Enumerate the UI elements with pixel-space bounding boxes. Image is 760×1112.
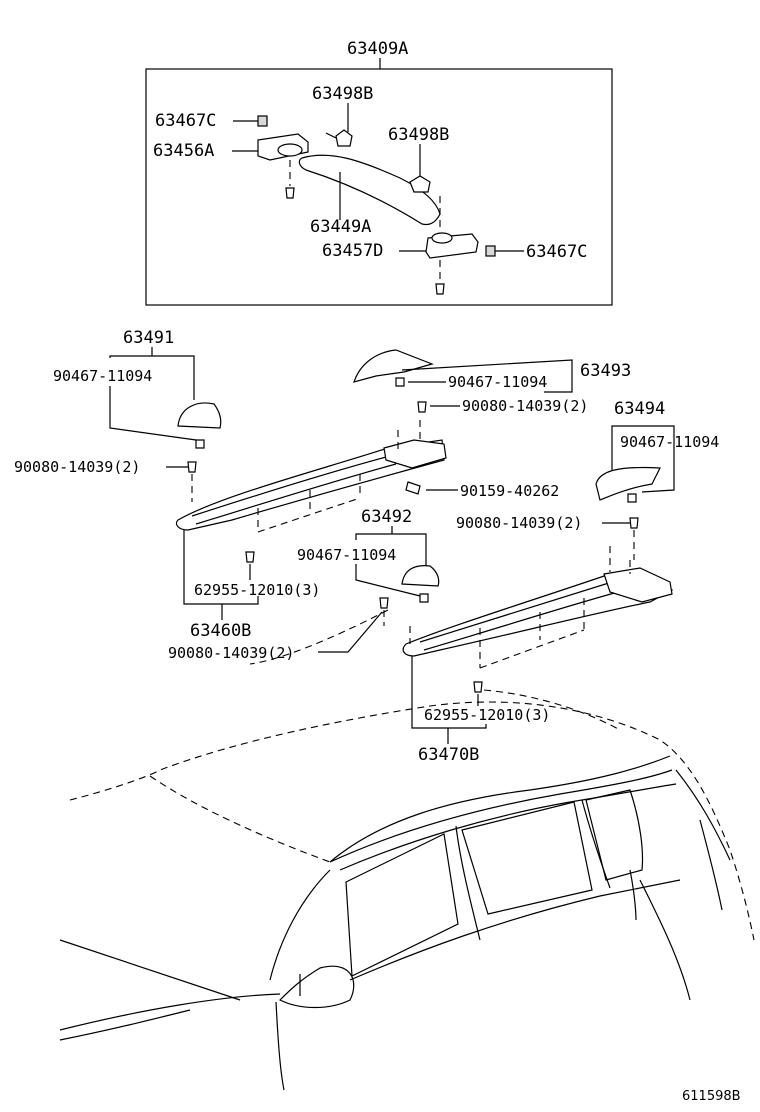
clip-63493 <box>395 377 405 387</box>
label-63498B-2: 63498B <box>388 125 449 145</box>
label-63498B-1: 63498B <box>312 84 373 104</box>
clip-63467C-2 <box>485 245 496 257</box>
label-63449A: 63449A <box>310 217 371 237</box>
label-90467-b: 90467-11094 <box>448 373 547 391</box>
label-63492: 63492 <box>361 507 412 527</box>
clip-63492 <box>419 593 429 603</box>
rail-63449A <box>298 154 441 226</box>
screw-top-right <box>435 283 445 295</box>
clip-62955-a <box>245 551 255 563</box>
label-90080-b: 90080-14039(2) <box>462 397 588 415</box>
diagram-code: 611598B <box>682 1089 741 1104</box>
screw-left-2 <box>379 597 389 609</box>
cover-63492 <box>401 565 440 587</box>
label-62955-a: 62955-12010(3) <box>194 581 320 599</box>
bolt-90159 <box>405 481 421 495</box>
cover-63491 <box>177 402 222 429</box>
cover-63494 <box>595 466 661 501</box>
label-63409A: 63409A <box>347 39 408 59</box>
screw-top-left <box>285 187 295 199</box>
label-90467-d: 90467-11094 <box>297 546 396 564</box>
clip-63467C-1 <box>257 115 268 127</box>
label-90467-a: 90467-11094 <box>53 367 152 385</box>
cover-63493 <box>353 349 434 383</box>
knob-63498B-1 <box>335 129 353 147</box>
label-63457D: 63457D <box>322 241 383 261</box>
label-90467-c: 90467-11094 <box>620 433 719 451</box>
screw-left-1 <box>187 461 197 473</box>
label-90159: 90159-40262 <box>460 482 559 500</box>
label-62955-b: 62955-12010(3) <box>424 706 550 724</box>
knob-63498B-2 <box>409 175 431 193</box>
screw-right-1 <box>629 517 639 529</box>
rail-63460B <box>175 439 445 531</box>
clip-63494 <box>627 493 637 503</box>
rail-end-63470B <box>603 567 673 603</box>
label-63467C-2: 63467C <box>526 242 587 262</box>
label-63494: 63494 <box>614 399 665 419</box>
label-63493: 63493 <box>580 361 631 381</box>
label-63456A: 63456A <box>153 141 214 161</box>
assembly-box <box>145 68 613 306</box>
car-outline <box>59 701 755 1091</box>
label-63491: 63491 <box>123 328 174 348</box>
rail-end-63460B <box>383 439 447 469</box>
label-63467C-1: 63467C <box>155 111 216 131</box>
clip-62955-b <box>473 681 483 693</box>
label-63470B: 63470B <box>418 745 479 765</box>
label-63460B: 63460B <box>190 621 251 641</box>
label-90080-a: 90080-14039(2) <box>14 458 140 476</box>
screw-center <box>417 401 427 413</box>
clip-63491 <box>195 439 205 449</box>
label-90080-c: 90080-14039(2) <box>456 514 582 532</box>
label-90080-d: 90080-14039(2) <box>168 644 294 662</box>
